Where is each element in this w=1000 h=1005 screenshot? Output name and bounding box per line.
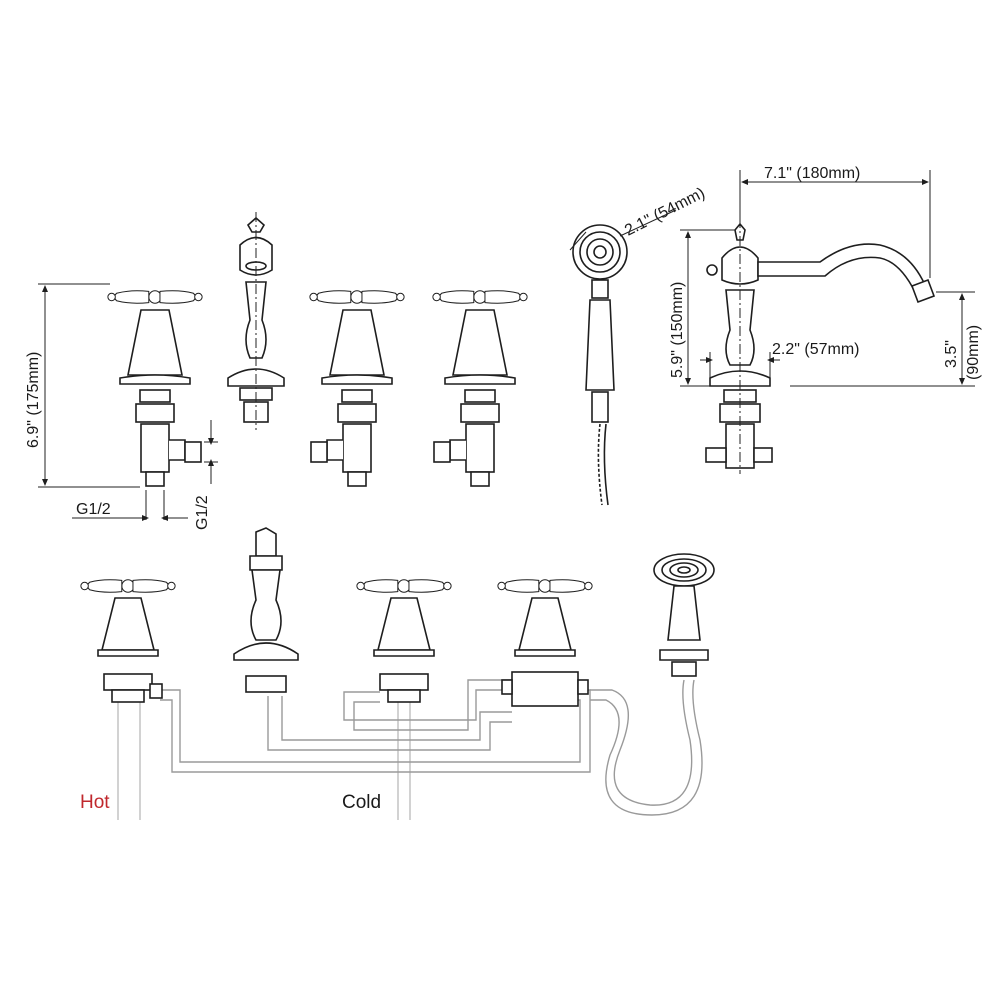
dim-outlet-height-in: 3.5" xyxy=(943,340,960,368)
dim-outlet-height-mm: (90mm) xyxy=(965,325,982,380)
dim-spout-height: 5.9" (150mm) xyxy=(669,282,686,378)
valve-installed-hot xyxy=(80,579,176,703)
dim-height-left: 6.9" (175mm) xyxy=(25,352,42,448)
valve-side-view-1 xyxy=(107,290,203,487)
hot-supply-label: Hot xyxy=(80,792,110,813)
dim-spout-reach: 7.1" (180mm) xyxy=(764,165,860,182)
cold-supply-label: Cold xyxy=(342,792,381,813)
valve-installed-diverter xyxy=(497,579,593,707)
valve-side-view-3 xyxy=(432,290,528,487)
handshower-side-view xyxy=(572,224,628,506)
dim-spout-base: 2.2" (57mm) xyxy=(772,341,859,358)
dimension-lines xyxy=(38,170,975,521)
spout-side-view xyxy=(227,212,285,430)
handshower-installed xyxy=(653,553,715,677)
spout-detail-view xyxy=(705,218,936,474)
dim-handshower-diameter: 2.1" (54mm) xyxy=(622,185,708,240)
dimension-labels: 6.9" (175mm) G1/2 G1/2 2.1" (54mm) 7.1" … xyxy=(25,165,982,530)
valve-installed-cold xyxy=(356,579,452,703)
spout-installed xyxy=(233,527,299,693)
dim-thread-vertical: G1/2 xyxy=(194,495,211,530)
dim-thread-horizontal: G1/2 xyxy=(76,501,111,518)
valve-side-view-2 xyxy=(309,290,405,487)
plumbing-pipes xyxy=(117,679,703,820)
